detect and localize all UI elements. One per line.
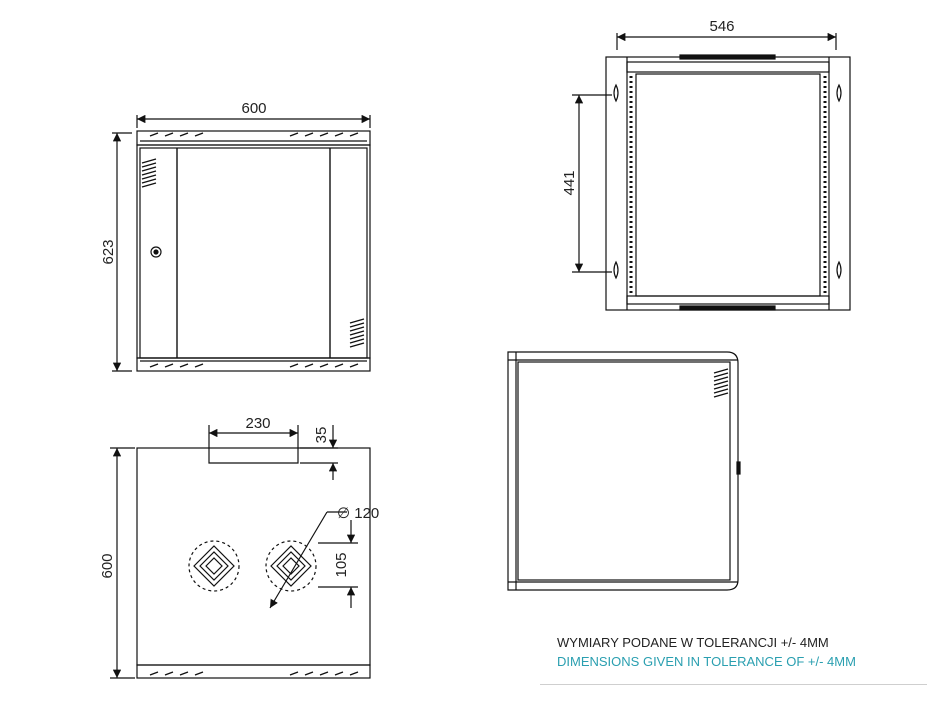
cutout-depth-label: 35 (313, 427, 330, 444)
front-view (112, 114, 371, 372)
fan-2-icon (265, 540, 317, 592)
fan-diameter-label: ∅ 120 (337, 505, 379, 522)
top-width-label: 546 (709, 18, 734, 35)
cutout-width-label: 230 (245, 415, 270, 432)
fan-diameter-leader (269, 511, 328, 609)
bottom-depth-label: 600 (99, 553, 116, 578)
fan-1-icon (188, 540, 240, 592)
lock-icon (150, 246, 162, 258)
fan-spacing-label: 105 (333, 552, 350, 577)
top-depth-label: 441 (561, 170, 578, 195)
divider (540, 684, 927, 685)
front-bottom-rail (136, 357, 371, 372)
side-view (507, 351, 741, 591)
side-vents (713, 368, 729, 398)
tolerance-note-polish: WYMIARY PODANE W TOLERANCJI +/- 4MM (557, 635, 829, 650)
side-panel (517, 361, 731, 581)
front-vents (141, 132, 365, 368)
side-body (507, 351, 739, 591)
top-outer-frame (605, 56, 851, 311)
tolerance-note-english: DIMENSIONS GIVEN IN TOLERANCE OF +/- 4MM (557, 654, 856, 669)
cable-cutout (208, 448, 299, 464)
front-height-label: 623 (100, 239, 117, 264)
top-view (572, 32, 851, 311)
top-inner-opening (635, 73, 821, 297)
mount-hole-icon (613, 83, 842, 280)
bottom-view (110, 425, 371, 679)
front-body (136, 144, 371, 359)
front-width-label: 600 (241, 100, 266, 117)
